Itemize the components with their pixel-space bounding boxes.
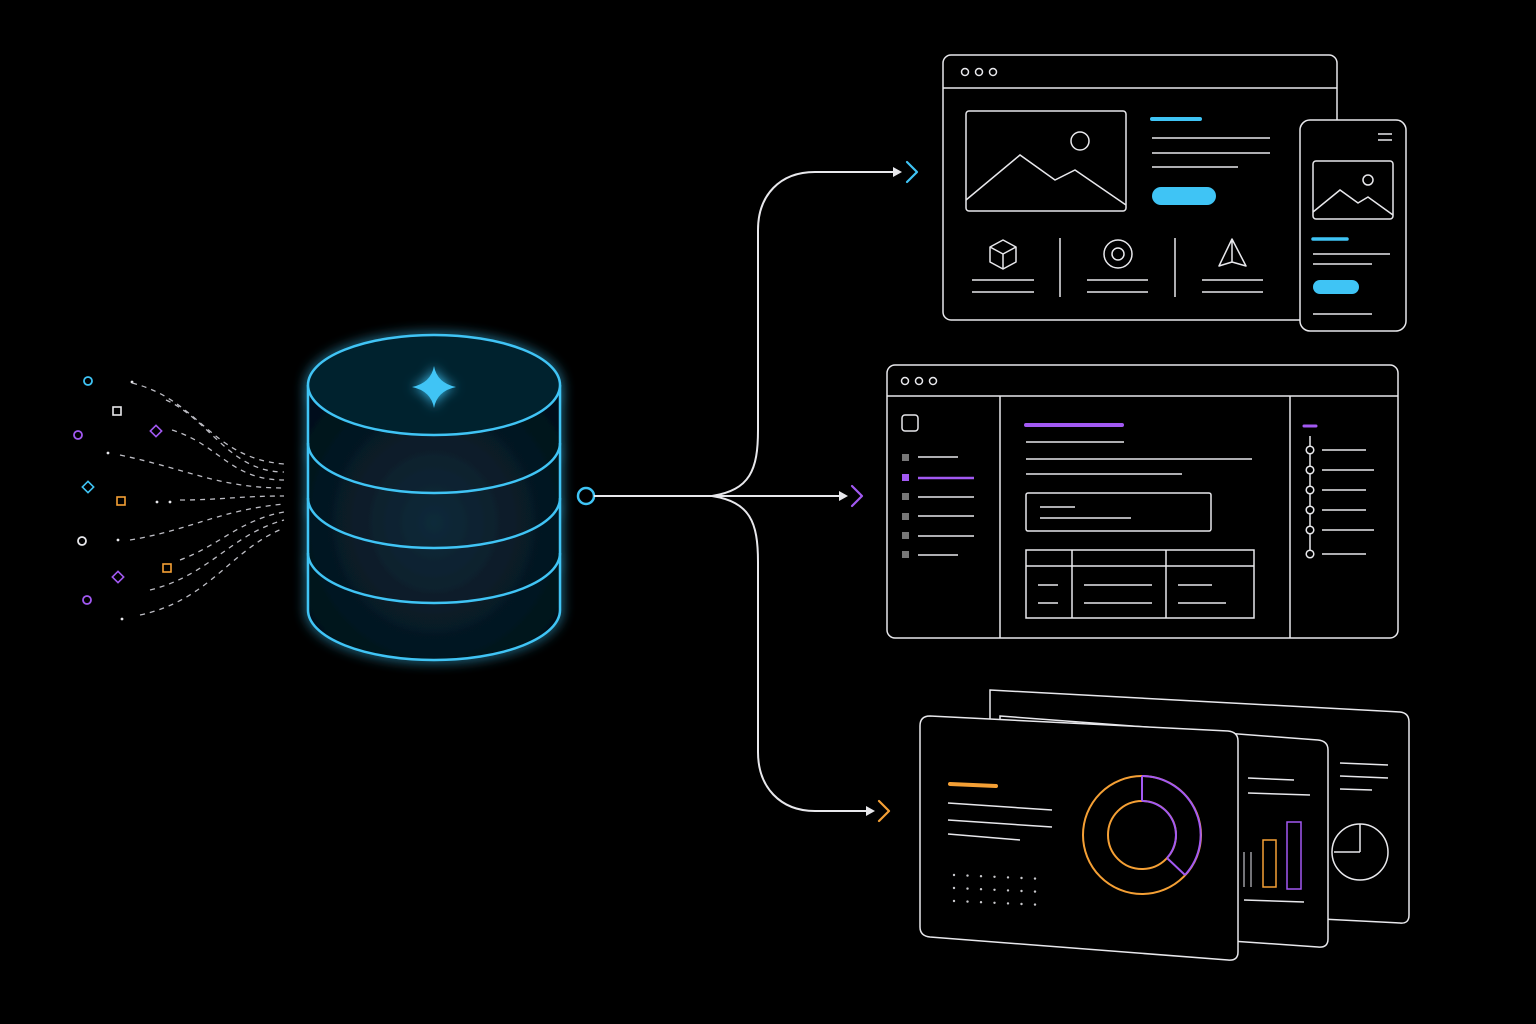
grid-dot	[993, 875, 996, 878]
timeline	[1305, 445, 1374, 559]
inflow-line	[119, 454, 285, 489]
grid-dot	[979, 901, 983, 904]
inflow-line	[149, 519, 285, 591]
inflow-line	[131, 382, 285, 465]
chevron-right-icon	[905, 160, 919, 184]
grid-dot	[979, 875, 983, 878]
sidebar-logo	[901, 414, 919, 432]
pie-chart-icon	[1331, 823, 1389, 881]
grid-dot	[993, 901, 996, 904]
image-placeholder-icon	[1312, 160, 1394, 220]
donut-chart-icon	[1082, 775, 1202, 895]
window-dot	[988, 67, 998, 77]
front-card	[919, 715, 1239, 961]
sidebar-nav	[902, 454, 974, 558]
inflow-line	[171, 429, 285, 481]
particle-dot	[168, 500, 172, 504]
pyramid-icon	[1218, 238, 1247, 267]
particle-diamond	[81, 480, 95, 494]
chevron-right-icon	[877, 799, 891, 823]
dashboard-mockup	[886, 364, 1399, 639]
distribution-connectors	[594, 171, 893, 812]
particle-circle	[82, 595, 92, 605]
particle-square	[162, 563, 172, 573]
grid-dot	[952, 886, 956, 890]
input-data-particles	[73, 376, 172, 621]
chevron-right-icon	[850, 484, 864, 508]
cube-icon	[989, 239, 1017, 270]
grid-dot	[966, 900, 969, 903]
cta-button	[1152, 187, 1216, 205]
cta-button	[1313, 280, 1359, 294]
grid-dot	[952, 899, 956, 903]
data-table	[1025, 549, 1255, 619]
form-field	[1025, 492, 1212, 532]
inflow-line	[165, 399, 285, 473]
particle-dot	[155, 500, 159, 504]
grid-dot	[1006, 889, 1010, 892]
connector-top	[711, 171, 893, 497]
website-mockup	[942, 54, 1338, 321]
particle-circle	[77, 536, 87, 546]
particle-dot	[106, 451, 110, 455]
connector-bottom	[711, 495, 866, 812]
particle-circle	[73, 430, 83, 440]
analytics-cards	[919, 689, 1410, 961]
grid-dot	[993, 888, 996, 891]
sparkle-icon	[412, 366, 456, 408]
grid-dot	[1033, 877, 1037, 880]
mobile-mockup	[1299, 119, 1407, 332]
particle-dot	[120, 617, 124, 621]
grid-dot	[1006, 876, 1010, 879]
particle-circle	[83, 376, 93, 386]
particle-square	[112, 406, 122, 416]
inflow-line	[139, 527, 285, 616]
target-icon	[1103, 239, 1133, 269]
grid-dot	[1020, 876, 1023, 880]
window-dot	[928, 376, 938, 386]
grid-dot	[1033, 890, 1037, 893]
grid-dot	[979, 888, 983, 891]
window-dot	[974, 67, 984, 77]
window-dot	[960, 67, 970, 77]
dot-grid	[952, 873, 1037, 906]
inflow-line	[179, 495, 285, 501]
grid-dot	[966, 887, 969, 890]
chevron-icons	[850, 160, 919, 823]
grid-dot	[1020, 889, 1023, 893]
grid-dot	[1020, 902, 1023, 906]
inflow-line	[179, 511, 285, 561]
window-dot	[914, 376, 924, 386]
grid-dot	[1006, 902, 1010, 905]
output-node	[576, 486, 596, 506]
bar-chart-icon	[1243, 821, 1302, 890]
inflow-lines	[119, 382, 285, 616]
particle-dot	[116, 538, 120, 542]
grid-dot	[1033, 903, 1037, 906]
connector-arrowheads	[839, 167, 902, 816]
inflow-line	[129, 503, 285, 541]
window-dot	[900, 376, 910, 386]
particle-diamond	[149, 424, 163, 438]
particle-diamond	[111, 570, 125, 584]
image-placeholder-icon	[965, 110, 1127, 212]
particle-square	[116, 496, 126, 506]
grid-dot	[966, 874, 969, 877]
grid-dot	[952, 873, 956, 877]
